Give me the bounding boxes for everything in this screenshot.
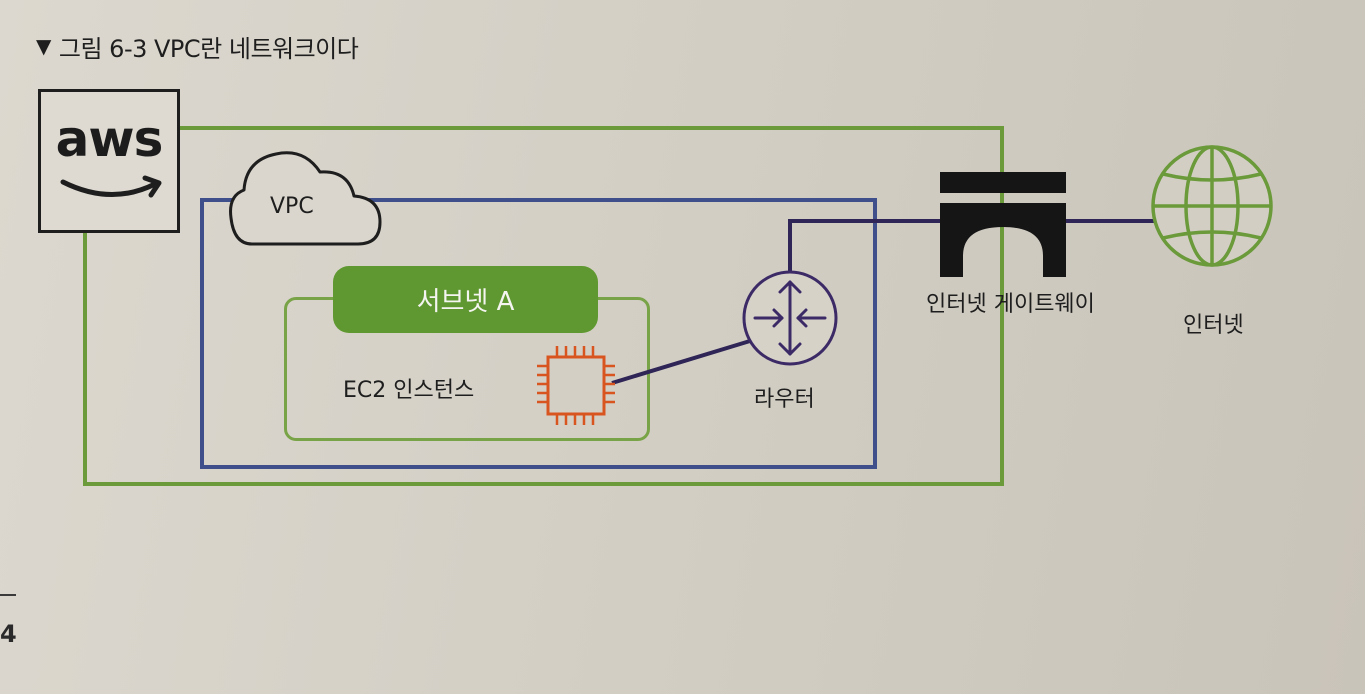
aws-logo-text: aws xyxy=(55,110,164,168)
router-icon xyxy=(742,270,838,366)
aws-logo: aws xyxy=(38,89,180,233)
page-divider xyxy=(0,594,16,596)
router-to-igw-line xyxy=(788,219,942,272)
internet-label: 인터넷 xyxy=(1183,313,1244,338)
aws-smile-icon xyxy=(60,175,162,198)
internet-gateway-label: 인터넷 게이트웨이 xyxy=(926,292,1095,317)
ec2-chip-icon xyxy=(537,346,615,425)
ec2-instance-label: EC2 인스턴스 xyxy=(343,378,475,403)
vpc-boundary xyxy=(200,198,877,469)
vpc-cloud-icon xyxy=(229,151,382,246)
caption-text: 그림 6-3 VPC란 네트워크이다 xyxy=(58,34,359,63)
caption-marker-icon: ▼ xyxy=(36,34,51,58)
internet-globe-icon xyxy=(1151,145,1273,267)
figure-caption: ▼ 그림 6-3 VPC란 네트워크이다 xyxy=(36,26,359,66)
page-number: 4 xyxy=(0,620,17,648)
subnet-a-label: 서브넷 A xyxy=(333,266,598,333)
ec2-to-router-line xyxy=(611,339,751,385)
router-label: 라우터 xyxy=(754,387,815,412)
vpc-label: VPC xyxy=(270,194,314,219)
aws-cloud-boundary xyxy=(83,126,1004,486)
internet-gateway-icon xyxy=(940,172,1066,277)
